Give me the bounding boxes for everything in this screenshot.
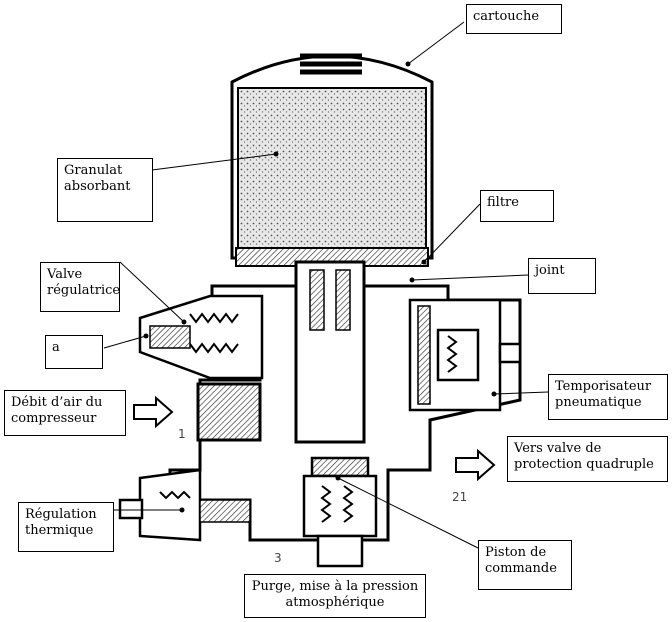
inlet-arrow [133, 395, 174, 429]
port-number-1: 1 [178, 427, 186, 441]
leader-joint [409, 274, 529, 283]
cartridge [230, 53, 434, 267]
leader-filtre [421, 203, 481, 265]
leader-valve [119, 261, 187, 325]
label-purge: Purge, mise à la pression atmosphérique [244, 574, 426, 618]
leader-cartouche [405, 21, 465, 67]
port-number-21: 21 [452, 490, 468, 504]
regulating-valve [138, 294, 264, 380]
label-a: a [45, 335, 103, 369]
leader-a [103, 333, 149, 349]
label-valve: Valve régulatrice [40, 262, 120, 312]
label-vers-valve: Vers valve de protection quadruple [507, 436, 668, 482]
label-debit: Débit d’air du compresseur [4, 390, 126, 436]
label-regulation: Régulation thermique [18, 502, 114, 552]
label-joint: joint [528, 258, 596, 294]
pneumatic-timer [408, 298, 522, 412]
label-cartouche: cartouche [466, 4, 562, 34]
port-number-3: 3 [274, 551, 282, 565]
leader-granulat [151, 151, 279, 171]
label-granulat: Granulat absorbant [57, 158, 153, 222]
cartridge-top-spring [300, 53, 362, 75]
leader-temporisateur [491, 391, 549, 397]
thermal-regulation [118, 468, 251, 542]
label-temporisateur: Temporisateur pneumatique [548, 374, 668, 420]
label-piston: Piston de commande [478, 540, 572, 590]
label-filtre: filtre [480, 190, 554, 222]
leader-piston [335, 475, 479, 549]
control-piston [302, 456, 378, 568]
outlet-arrow [455, 448, 496, 482]
